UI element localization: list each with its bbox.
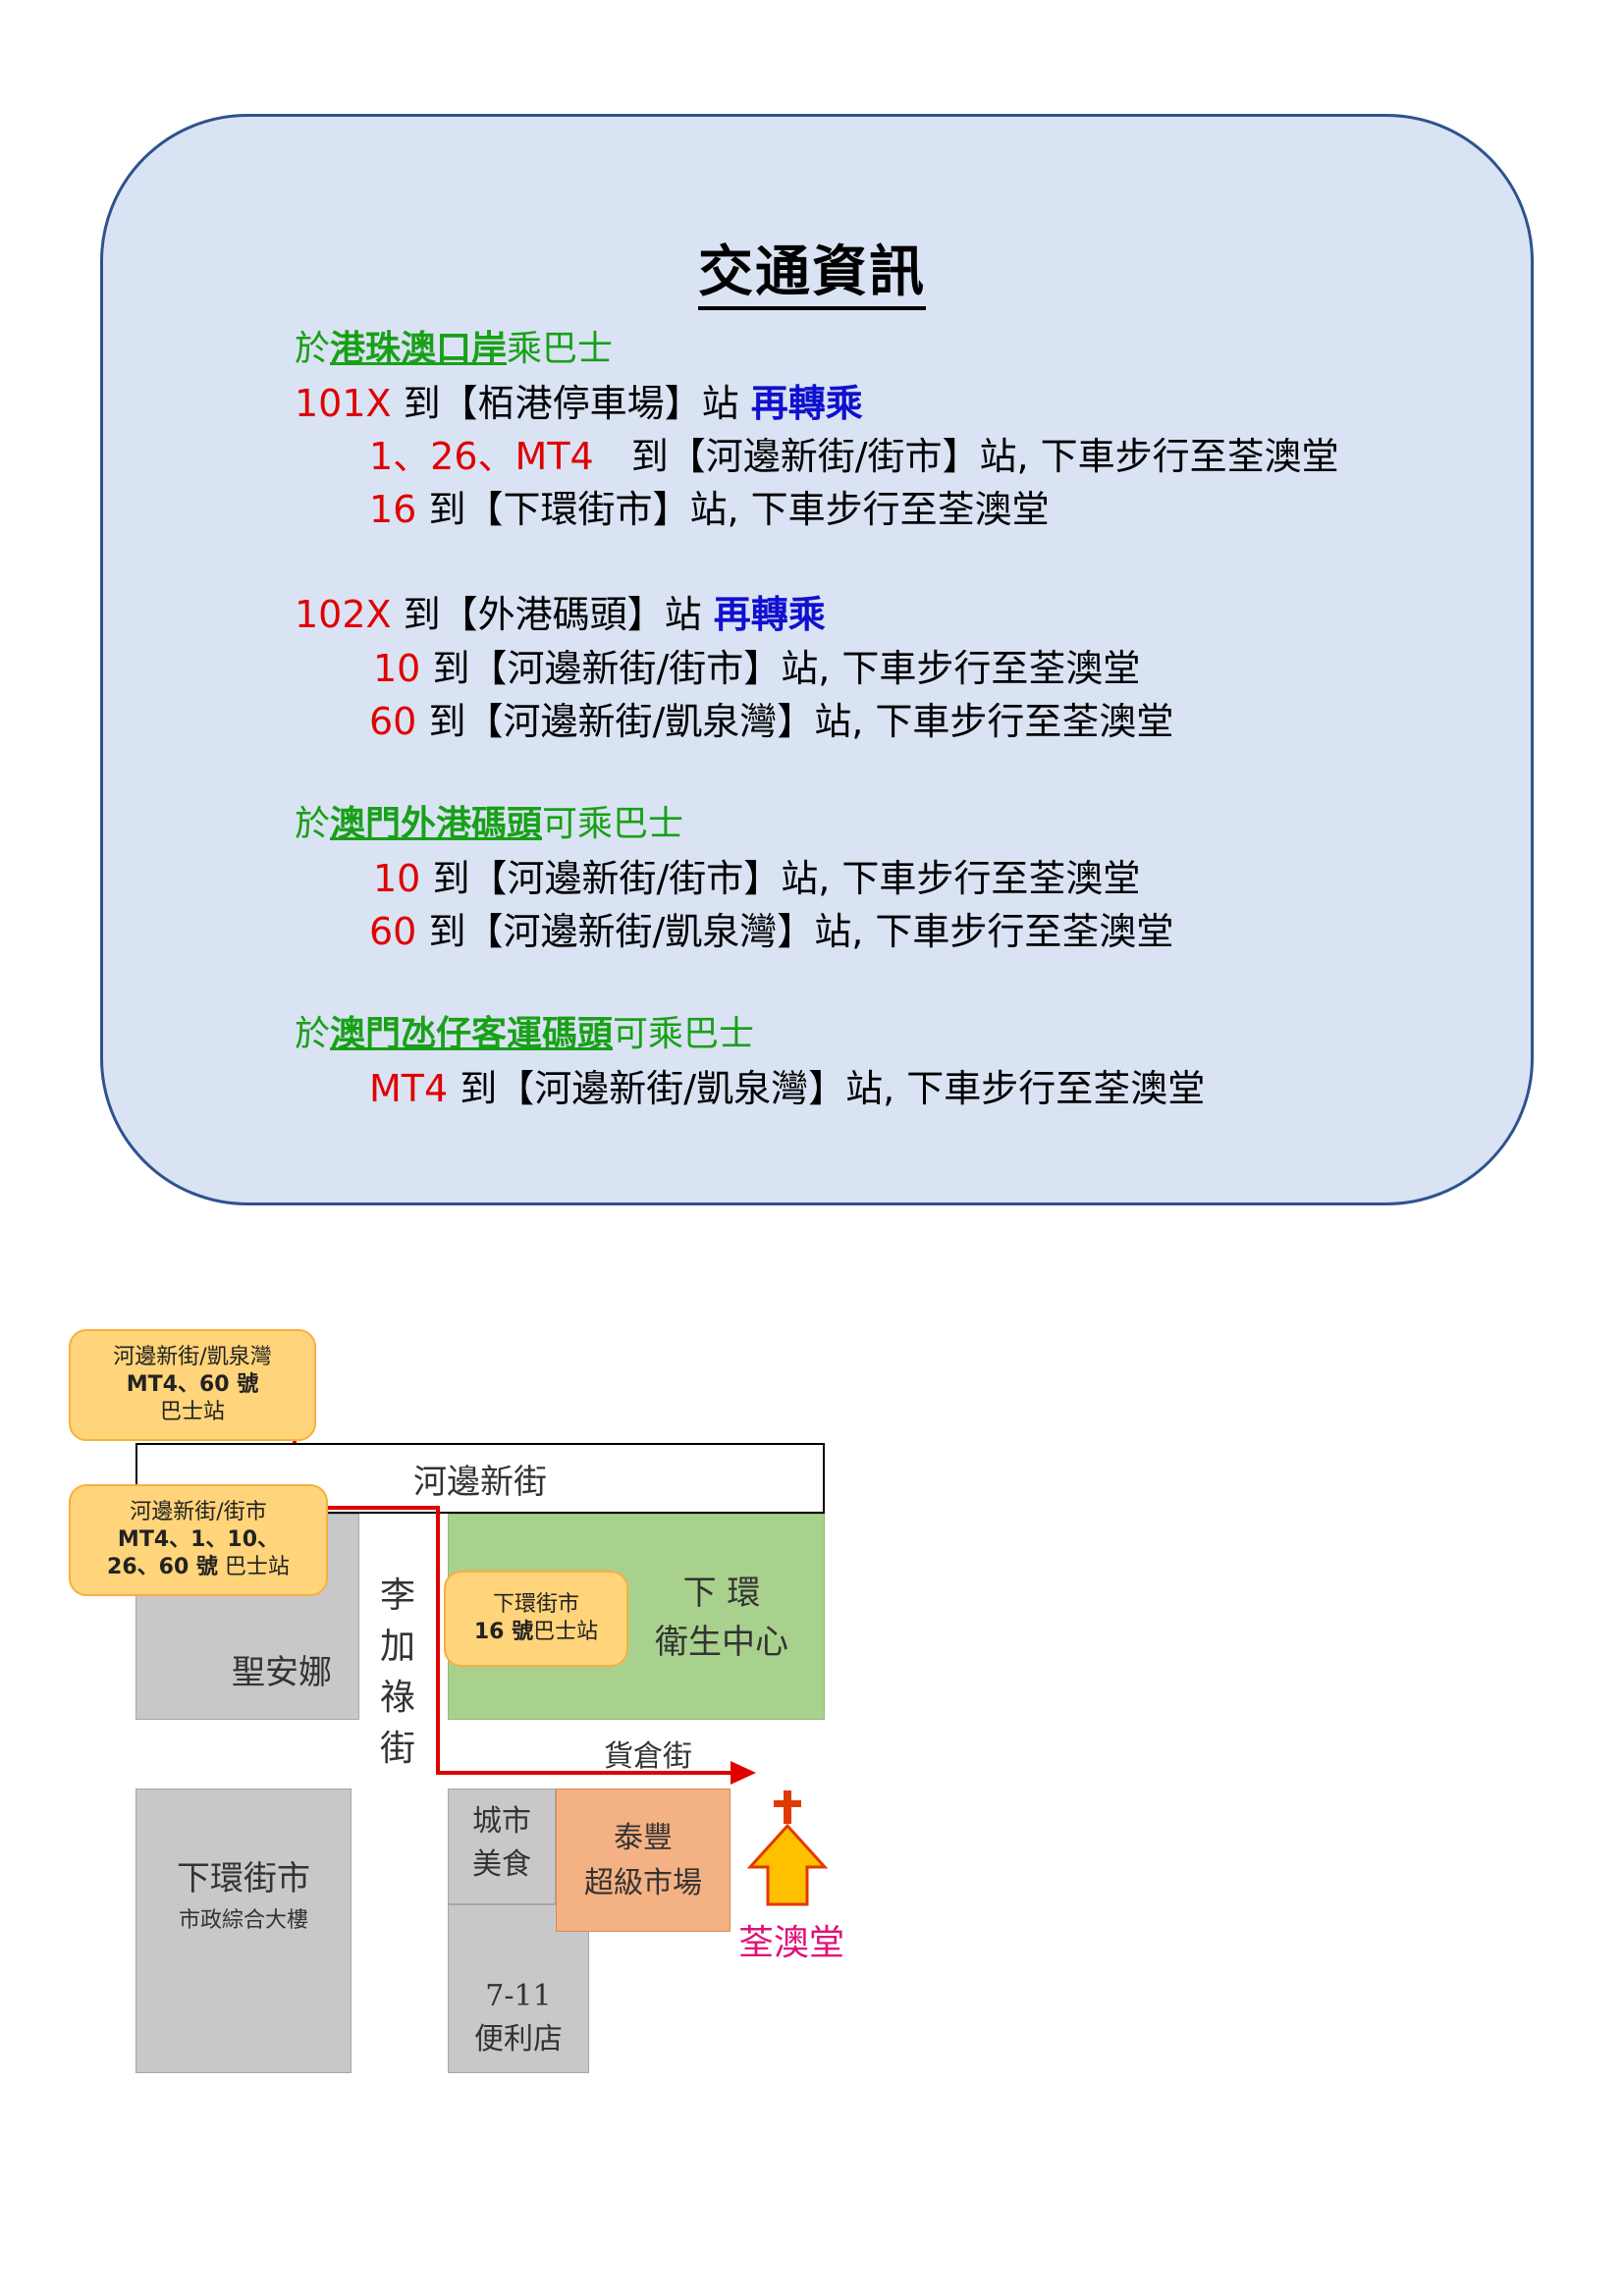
building-city-food xyxy=(448,1789,556,1904)
route-102x-transfer-2: 60 到【河邊新街/凱泉灣】站, 下車步行至荃澳堂 xyxy=(369,700,1174,743)
church-label: 荃澳堂 xyxy=(737,1923,844,1963)
route-taipa-1: MT4 到【河邊新街/凱泉灣】站, 下車步行至荃澳堂 xyxy=(369,1067,1206,1110)
church-icon xyxy=(746,1823,829,1906)
market-building-label: 下環街市 xyxy=(177,1859,310,1898)
street-side-label: 李加祿街 xyxy=(379,1575,415,1769)
supermarket-label: 泰豐超級市場 xyxy=(584,1821,702,1900)
route-segment-main xyxy=(324,1506,742,1775)
route-101x-transfer-1: 1、26、MT4 到【河邊新街/街市】站, 下車步行至荃澳堂 xyxy=(369,435,1339,478)
route-101x: 101X 到【栢港停車場】站 再轉乘 xyxy=(295,381,863,425)
bus-stop-market: 河邊新街/街市 MT4、1、10、 26、60 號 巴士站 xyxy=(69,1484,328,1596)
bus-stop-kaichuen: 河邊新街/凱泉灣 MT4、60 號 巴士站 xyxy=(69,1329,316,1441)
route-102x-transfer-1: 10 到【河邊新街/街市】站, 下車步行至荃澳堂 xyxy=(373,647,1141,690)
building-supermarket xyxy=(556,1789,731,1932)
health-center-label: 下 環衛生中心 xyxy=(655,1574,788,1662)
section-taipa-heading: 於澳門氹仔客運碼頭可乘巴士 xyxy=(295,1013,755,1054)
route-101x-transfer-2: 16 到【下環街市】站, 下車步行至荃澳堂 xyxy=(369,488,1050,531)
st-anna-label: 聖安娜 xyxy=(232,1653,332,1692)
section-outer-harbour-heading: 於澳門外港碼頭可乘巴士 xyxy=(295,803,684,844)
page-title: 交通資訊 xyxy=(0,228,1624,310)
city-food-label: 城市美食 xyxy=(472,1804,531,1882)
bus-stop-lower-market: 下環街市 16 號巴士站 xyxy=(444,1571,628,1667)
transport-info-panel xyxy=(100,114,1534,1205)
warehouse-street-label: 貨倉街 xyxy=(604,1739,692,1774)
building-market-complex xyxy=(135,1789,352,2073)
route-outer-harbour-1: 10 到【河邊新街/街市】站, 下車步行至荃澳堂 xyxy=(373,857,1141,900)
church-cross-horizontal xyxy=(774,1800,801,1807)
route-102x: 102X 到【外港碼頭】站 再轉乘 xyxy=(295,592,826,636)
route-outer-harbour-2: 60 到【河邊新街/凱泉灣】站, 下車步行至荃澳堂 xyxy=(369,910,1174,953)
section-hzmb-heading: 於港珠澳口岸乘巴士 xyxy=(295,328,614,369)
building-seven-eleven xyxy=(448,1904,589,2073)
street-river-new-label: 河邊新街 xyxy=(413,1463,547,1502)
market-building-sublabel: 市政綜合大樓 xyxy=(178,1908,308,1933)
route-arrow-head xyxy=(731,1761,756,1785)
